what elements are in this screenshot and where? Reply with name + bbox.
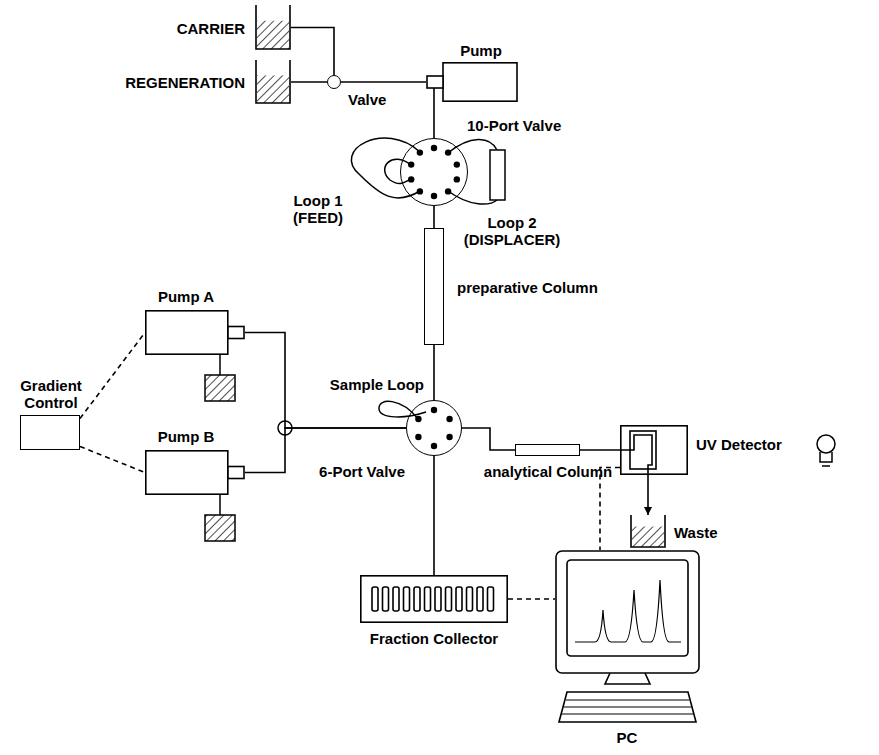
preparative-column: preparative Column bbox=[424, 228, 444, 345]
component-label: Pump B bbox=[158, 428, 215, 445]
valve-port bbox=[415, 416, 421, 422]
valve-port bbox=[431, 443, 437, 449]
carrier-reservoir-outline bbox=[255, 5, 291, 50]
pump-b: Pump B bbox=[145, 450, 245, 495]
switch-valve: Valve bbox=[327, 75, 341, 89]
valve-port bbox=[417, 149, 423, 155]
fraction-collector-outline bbox=[360, 575, 508, 623]
flow-line bbox=[433, 345, 435, 400]
valve-port bbox=[408, 161, 414, 167]
flow-line bbox=[462, 428, 515, 450]
valve-port bbox=[431, 145, 437, 151]
valve-ports bbox=[408, 145, 460, 449]
pump-a: Pump A bbox=[145, 310, 245, 355]
waste-beaker-outline bbox=[630, 515, 666, 548]
component-label: preparative Column bbox=[457, 279, 598, 296]
flow-line bbox=[433, 206, 435, 228]
feed-loop bbox=[351, 138, 420, 198]
fraction-collector: Fraction Collector bbox=[360, 575, 508, 623]
uv-detector-outline bbox=[620, 425, 688, 475]
component-label: PC bbox=[617, 729, 638, 746]
component-label: Gradient Control bbox=[11, 377, 91, 411]
component-label: Fraction Collector bbox=[370, 630, 498, 647]
regeneration-reservoir-outline bbox=[255, 60, 291, 104]
loop-label: Loop 2 (DISPLACER) bbox=[460, 214, 565, 248]
valve-port bbox=[415, 434, 421, 440]
analytical-column: analytical Column bbox=[515, 444, 580, 456]
flow-line bbox=[291, 81, 327, 83]
signal-line bbox=[80, 447, 145, 473]
valve-port bbox=[446, 434, 452, 440]
component-label: Pump A bbox=[158, 288, 214, 305]
signal-line bbox=[80, 333, 145, 419]
feed-loop bbox=[385, 159, 411, 183]
flow-line bbox=[341, 81, 426, 83]
valve-port bbox=[454, 161, 460, 167]
flow-line bbox=[291, 28, 334, 76]
valve-port bbox=[431, 193, 437, 199]
flow-line bbox=[433, 456, 435, 575]
component-label: Waste bbox=[674, 524, 718, 541]
valve-port bbox=[445, 188, 451, 194]
uv-detector: UV Detector bbox=[620, 425, 688, 475]
component-label: UV Detector bbox=[696, 436, 782, 453]
signal-line bbox=[508, 598, 555, 600]
gradient-controller: Gradient Control bbox=[20, 415, 80, 450]
valve-port bbox=[408, 176, 414, 182]
component-label: 10-Port Valve bbox=[467, 117, 561, 134]
valve-port bbox=[417, 188, 423, 194]
loop-label: Loop 1 (FEED) bbox=[283, 192, 353, 226]
valve-port bbox=[431, 407, 437, 413]
flow-line bbox=[433, 102, 435, 138]
pump: Pump bbox=[426, 62, 518, 102]
lamp-icon bbox=[820, 452, 832, 466]
six-port-valve: 6-Port Valve bbox=[406, 400, 462, 456]
pump-outline bbox=[426, 62, 518, 102]
component-label: CARRIER bbox=[177, 20, 245, 37]
pump-a-outline bbox=[145, 310, 245, 355]
computer-outline bbox=[555, 550, 700, 725]
carrier-reservoir: CARRIER bbox=[255, 5, 291, 50]
component-label: 6-Port Valve bbox=[319, 463, 405, 480]
regeneration-reservoir: REGENERATION bbox=[255, 60, 291, 104]
component-label: Valve bbox=[348, 91, 386, 108]
component-label: REGENERATION bbox=[125, 74, 245, 91]
solvent-reservoir bbox=[205, 515, 235, 541]
waste-beaker: Waste bbox=[630, 515, 666, 548]
displacer-loop bbox=[490, 150, 505, 200]
valve-port bbox=[446, 416, 452, 422]
lamp-icon bbox=[817, 435, 835, 453]
loop-label: Sample Loop bbox=[330, 376, 424, 393]
solvent-reservoir bbox=[205, 375, 235, 401]
valve-port bbox=[454, 176, 460, 182]
computer: PC bbox=[555, 550, 700, 725]
ten-port-valve: 10-Port Valve bbox=[400, 138, 468, 206]
flow-line bbox=[647, 475, 649, 515]
component-label: analytical Column bbox=[484, 463, 612, 480]
flow-line bbox=[580, 449, 620, 451]
valve-port bbox=[445, 149, 451, 155]
component-label: Pump bbox=[460, 42, 502, 59]
pump-b-outline bbox=[145, 450, 245, 495]
